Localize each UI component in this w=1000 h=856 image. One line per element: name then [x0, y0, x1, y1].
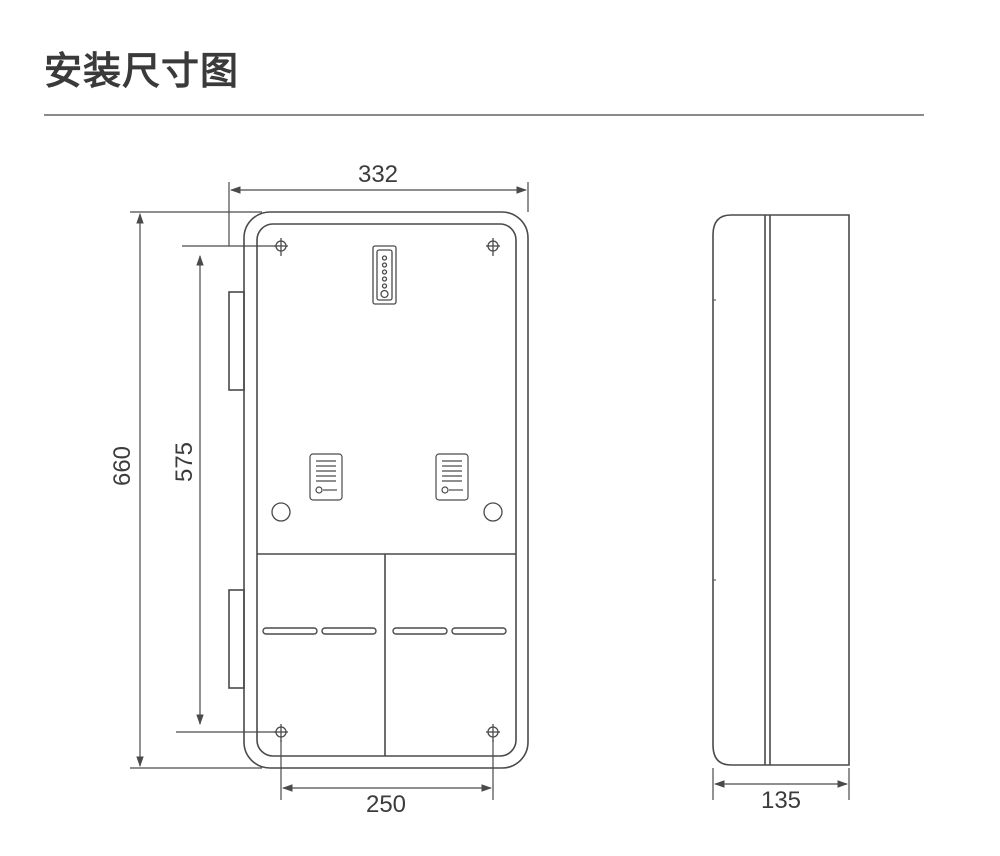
meter-terminal-right: [435, 453, 469, 501]
mount-hole-bottom-left: [274, 724, 288, 742]
slot-1: [262, 627, 318, 635]
title-divider: [44, 114, 924, 116]
screw-hole-left: [271, 502, 291, 522]
side-view: [712, 214, 850, 766]
mount-hole-top-right: [486, 238, 500, 256]
front-outer-housing: [243, 211, 529, 769]
dim-250-text: 250: [366, 791, 406, 818]
page-title: 安装尺寸图: [44, 49, 240, 93]
screw-hole-right: [483, 502, 503, 522]
mount-hole-top-left: [274, 238, 288, 256]
dim-332-label: 332: [358, 161, 398, 188]
front-inner-panel: [256, 223, 517, 757]
slot-3: [392, 627, 448, 635]
side-housing-outline: [712, 214, 850, 766]
hinge-tab-bottom: [228, 589, 245, 689]
meter-terminal-left: [309, 453, 343, 501]
slot-2: [321, 627, 377, 635]
mount-hole-bottom-right: [486, 724, 500, 742]
window-slots: [262, 627, 507, 635]
terminal-block-top: [372, 245, 397, 305]
hinge-tab-top: [228, 291, 245, 391]
front-view: [228, 211, 529, 769]
dimension-lines: [130, 182, 850, 800]
dim-135-text: 135: [761, 787, 801, 814]
dim-575-text: 575: [171, 442, 198, 482]
dim-660-text: 660: [109, 446, 136, 486]
slot-4: [451, 627, 507, 635]
